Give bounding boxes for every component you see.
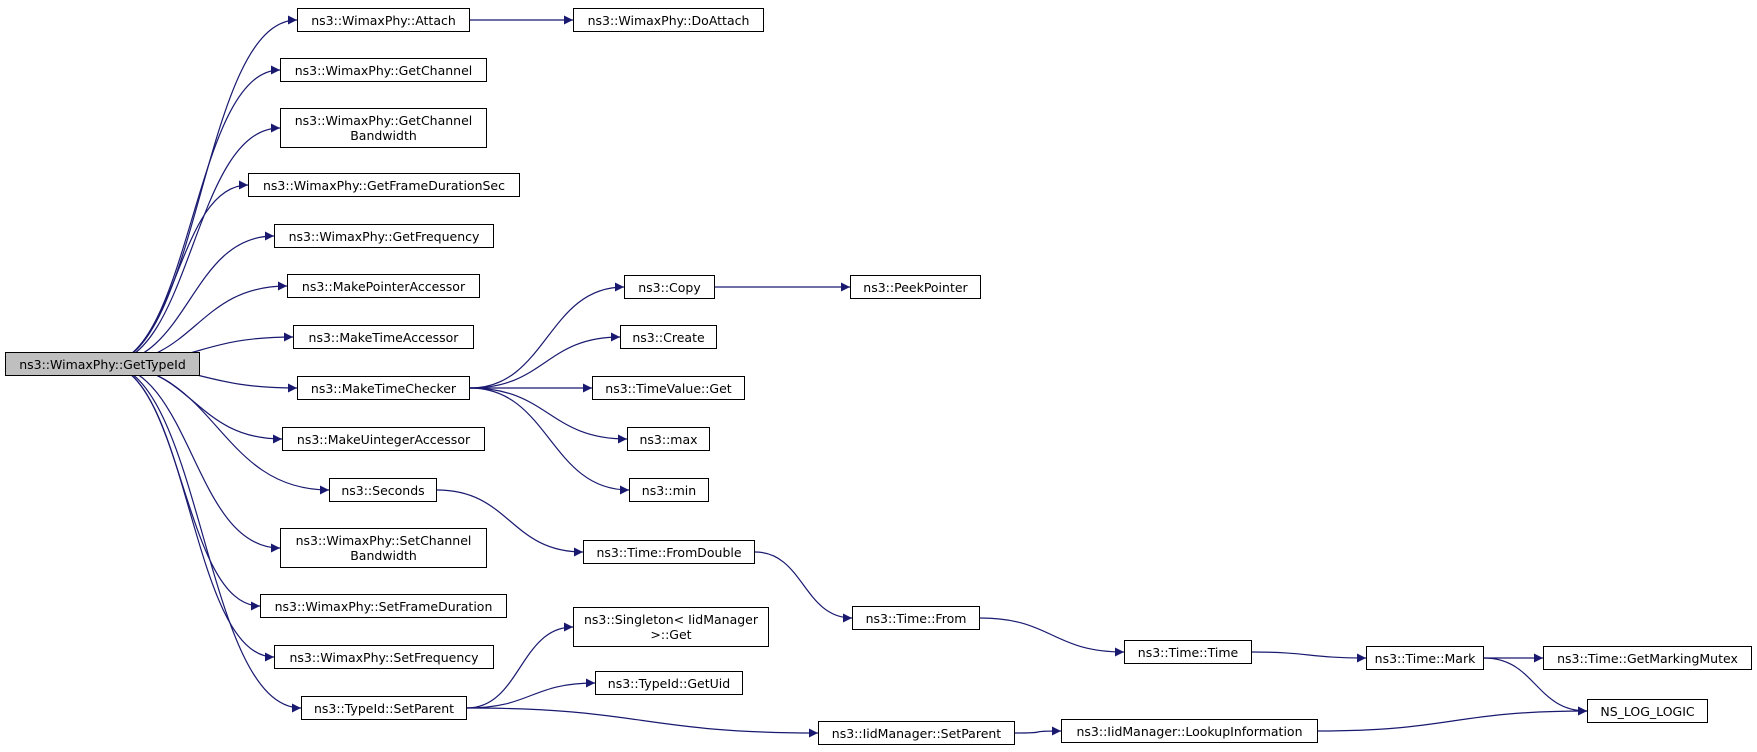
node-create[interactable]: ns3::Create xyxy=(620,325,717,349)
edge-iidSetParent-to-lookupInformation xyxy=(1014,726,1062,736)
edge-makeTimeChecker-to-max xyxy=(469,387,628,444)
node-getMarkingMutex[interactable]: ns3::Time::GetMarkingMutex xyxy=(1543,646,1752,670)
node-makeTimeAccessor[interactable]: ns3::MakeTimeAccessor xyxy=(293,325,474,349)
edge-lookupInformation-to-nsLogLogic xyxy=(1317,706,1588,732)
edge-seconds-to-fromDouble xyxy=(436,489,584,557)
node-getFrequency[interactable]: ns3::WimaxPhy::GetFrequency xyxy=(274,224,494,248)
node-seconds[interactable]: ns3::Seconds xyxy=(329,478,437,502)
edge-timeMark-to-nsLogLogic xyxy=(1483,657,1588,716)
node-attach[interactable]: ns3::WimaxPhy::Attach xyxy=(297,8,470,32)
node-makePointerAccessor[interactable]: ns3::MakePointerAccessor xyxy=(287,274,480,298)
node-makeUintegerAccessor[interactable]: ns3::MakeUintegerAccessor xyxy=(282,427,485,451)
node-getUid[interactable]: ns3::TypeId::GetUid xyxy=(595,671,743,695)
node-iidSetParent[interactable]: ns3::IidManager::SetParent xyxy=(818,721,1015,745)
node-lookupInformation[interactable]: ns3::IidManager::LookupInformation xyxy=(1061,719,1318,743)
node-copy[interactable]: ns3::Copy xyxy=(624,275,715,299)
node-getTypeId[interactable]: ns3::WimaxPhy::GetTypeId xyxy=(5,352,200,376)
edge-timeFrom-to-timeTime xyxy=(979,617,1125,657)
node-max[interactable]: ns3::max xyxy=(627,427,710,451)
node-getFrameDurationSec[interactable]: ns3::WimaxPhy::GetFrameDurationSec xyxy=(248,173,520,197)
node-timeTime[interactable]: ns3::Time::Time xyxy=(1124,640,1252,664)
node-getChannelBandwidth[interactable]: ns3::WimaxPhy::GetChannel Bandwidth xyxy=(280,108,487,148)
edge-getTypeId-to-setFrequency xyxy=(104,363,275,662)
node-setChannelBandwidth[interactable]: ns3::WimaxPhy::SetChannel Bandwidth xyxy=(280,528,487,568)
edge-typeIdSetParent-to-singletonGet xyxy=(466,622,574,709)
edge-getTypeId-to-typeIdSetParent xyxy=(104,363,302,713)
node-makeTimeChecker[interactable]: ns3::MakeTimeChecker xyxy=(297,376,470,400)
edge-getTypeId-to-getFrameDurationSec xyxy=(104,180,249,365)
node-timeFrom[interactable]: ns3::Time::From xyxy=(852,606,980,630)
edge-makeTimeChecker-to-min xyxy=(469,387,630,495)
node-min[interactable]: ns3::min xyxy=(629,478,709,502)
edge-makeTimeChecker-to-copy xyxy=(469,282,625,389)
edge-fromDouble-to-timeFrom xyxy=(754,551,853,623)
node-singletonGet[interactable]: ns3::Singleton< IidManager >::Get xyxy=(573,607,769,647)
node-doAttach[interactable]: ns3::WimaxPhy::DoAttach xyxy=(573,8,764,32)
node-fromDouble[interactable]: ns3::Time::FromDouble xyxy=(583,540,755,564)
edge-typeIdSetParent-to-getUid xyxy=(466,678,596,709)
edge-makeTimeChecker-to-create xyxy=(469,332,621,389)
node-peekPointer[interactable]: ns3::PeekPointer xyxy=(850,275,981,299)
edge-typeIdSetParent-to-iidSetParent xyxy=(466,707,819,738)
node-getChannel[interactable]: ns3::WimaxPhy::GetChannel xyxy=(280,58,487,82)
edge-timeTime-to-timeMark xyxy=(1251,651,1367,663)
edge-getTypeId-to-getChannel xyxy=(104,65,281,365)
node-setFrequency[interactable]: ns3::WimaxPhy::SetFrequency xyxy=(274,645,494,669)
node-nsLogLogic[interactable]: NS_LOG_LOGIC xyxy=(1587,699,1708,723)
node-timeValueGet[interactable]: ns3::TimeValue::Get xyxy=(592,376,745,400)
node-typeIdSetParent[interactable]: ns3::TypeId::SetParent xyxy=(301,696,467,720)
node-setFrameDuration[interactable]: ns3::WimaxPhy::SetFrameDuration xyxy=(260,594,507,618)
node-timeMark[interactable]: ns3::Time::Mark xyxy=(1366,646,1484,670)
